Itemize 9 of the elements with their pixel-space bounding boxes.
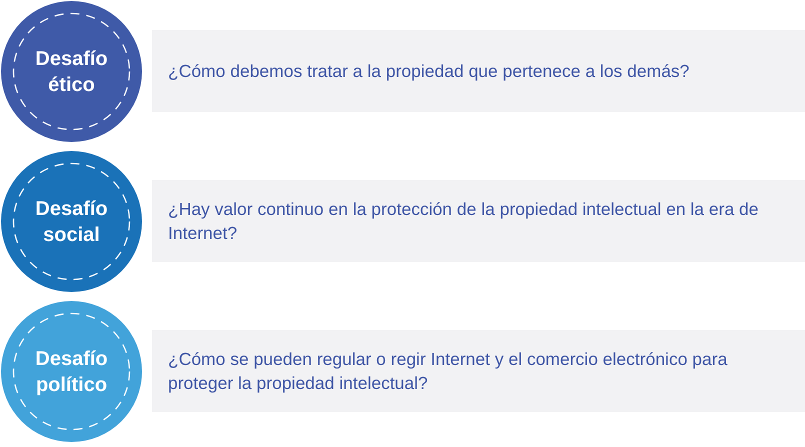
challenge-title: Desafío ético (34, 46, 109, 98)
question-text: ¿Hay valor continuo en la protección de la propiedad intelectual en la era de Internet? (168, 198, 760, 245)
challenge-circle (1, 151, 142, 292)
question-text: ¿Cómo debemos tratar a la propiedad que pertenece a los demás? (168, 60, 690, 83)
challenge-circle (1, 301, 142, 442)
challenge-title: Desafío político (34, 346, 109, 398)
question-text: ¿Cómo se pueden regular o regir Internet y el comercio electrónico para proteger la propiedad intelectual? (168, 348, 728, 395)
challenge-title: Desafío social (34, 196, 109, 248)
challenge-circle (1, 1, 142, 142)
